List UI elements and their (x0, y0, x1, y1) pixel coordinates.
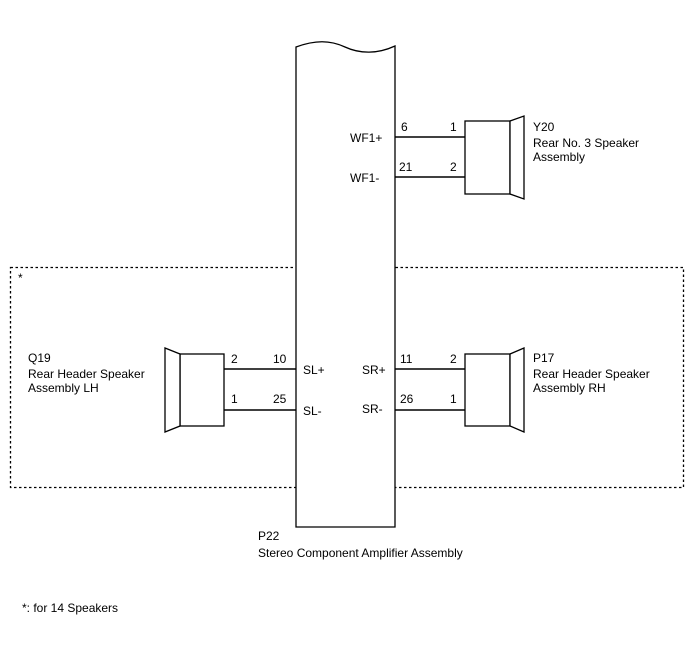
speaker-cone-icon (164, 347, 181, 433)
speaker-y20: WF1+ WF1- 6 21 1 2 Y20 Rear No. 3 Speake… (350, 115, 639, 200)
speaker-pin-number: 1 (231, 392, 238, 406)
speaker-pin-number: 2 (450, 352, 457, 366)
amp-pin-number: 21 (399, 160, 413, 174)
speaker-name: Assembly RH (533, 381, 606, 395)
amplifier-body (295, 41, 396, 528)
speaker-code: Y20 (533, 120, 555, 134)
speaker-q19: SL+ SL- 10 25 2 1 Q19 Rear Header Speake… (28, 347, 325, 433)
speaker-magnet (464, 353, 511, 427)
speaker-pin-number: 2 (450, 160, 457, 174)
amp-pin-number: 10 (273, 352, 287, 366)
pin-label: SL- (303, 404, 322, 418)
speaker-name: Rear Header Speaker (28, 367, 145, 381)
amplifier-name: Stereo Component Amplifier Assembly (258, 546, 463, 560)
amp-pin-number: 25 (273, 392, 287, 406)
speaker-name: Assembly LH (28, 381, 99, 395)
speaker-cone-icon (509, 115, 525, 200)
amplifier-code: P22 (258, 529, 280, 543)
amp-pin-number: 26 (400, 392, 414, 406)
speaker-magnet (179, 353, 225, 427)
pin-label: SR+ (362, 363, 386, 377)
optional-region-marker: * (18, 271, 23, 285)
speaker-name: Rear No. 3 Speaker (533, 136, 639, 150)
speaker-code: Q19 (28, 351, 51, 365)
pin-label: WF1+ (350, 131, 382, 145)
footnote: *: for 14 Speakers (22, 601, 118, 615)
speaker-cone-icon (509, 347, 525, 433)
pin-label: SR- (362, 402, 383, 416)
amp-pin-number: 11 (400, 352, 413, 366)
speaker-magnet (464, 120, 511, 195)
speaker-p17: SR+ SR- 11 26 2 1 P17 Rear Header Speake… (362, 347, 650, 433)
speaker-code: P17 (533, 351, 555, 365)
speaker-pin-number: 2 (231, 352, 238, 366)
speaker-name: Assembly (533, 150, 585, 164)
pin-label: WF1- (350, 171, 379, 185)
pin-label: SL+ (303, 363, 325, 377)
speaker-name: Rear Header Speaker (533, 367, 650, 381)
amp-pin-number: 6 (401, 120, 408, 134)
speaker-pin-number: 1 (450, 120, 457, 134)
speaker-pin-number: 1 (450, 392, 457, 406)
